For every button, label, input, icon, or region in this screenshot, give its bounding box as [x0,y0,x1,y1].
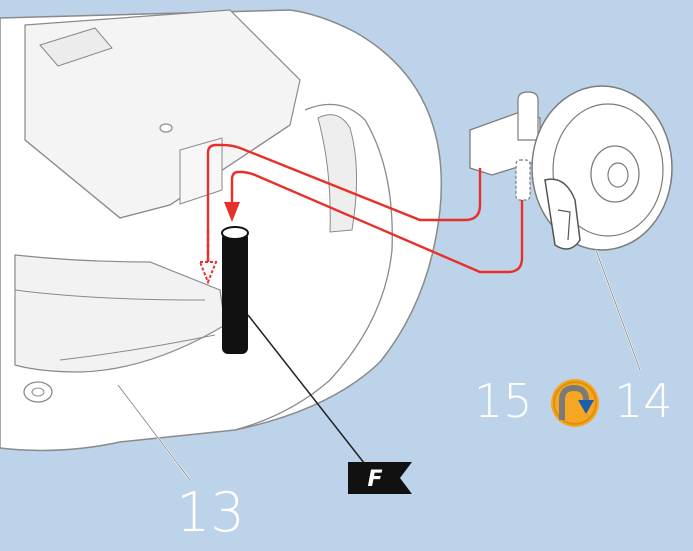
plate-bracket [179,137,223,205]
black-hose [222,232,248,354]
chute-rib [14,289,206,301]
plate-hole [159,123,173,133]
clutch-connector [544,178,581,250]
connector-detail [557,209,571,241]
plate-edge [24,124,291,219]
clutch-bore [607,162,629,188]
part-number-13: 13 [176,481,245,544]
hose-opening [221,226,249,240]
leader-line-f [247,314,369,469]
part-number-15: 15 [474,374,533,428]
routing-line-inner [230,170,524,274]
clutch-post [517,91,539,141]
leader-line-13-inner [117,384,191,481]
clutch-fitting [515,159,531,201]
part-number-14: 14 [614,374,673,428]
bolt-core [31,387,45,397]
flag-icon [348,462,412,494]
rotate-arrow-icon [551,379,599,427]
routing-line-outer [206,143,482,262]
flag-label: F [367,467,383,492]
routing-arrow-solid [224,202,240,222]
chute-rib-2 [59,334,216,361]
plate-slot [39,27,113,67]
inner-wall [234,103,393,431]
leader-line-14-inner [595,249,641,371]
